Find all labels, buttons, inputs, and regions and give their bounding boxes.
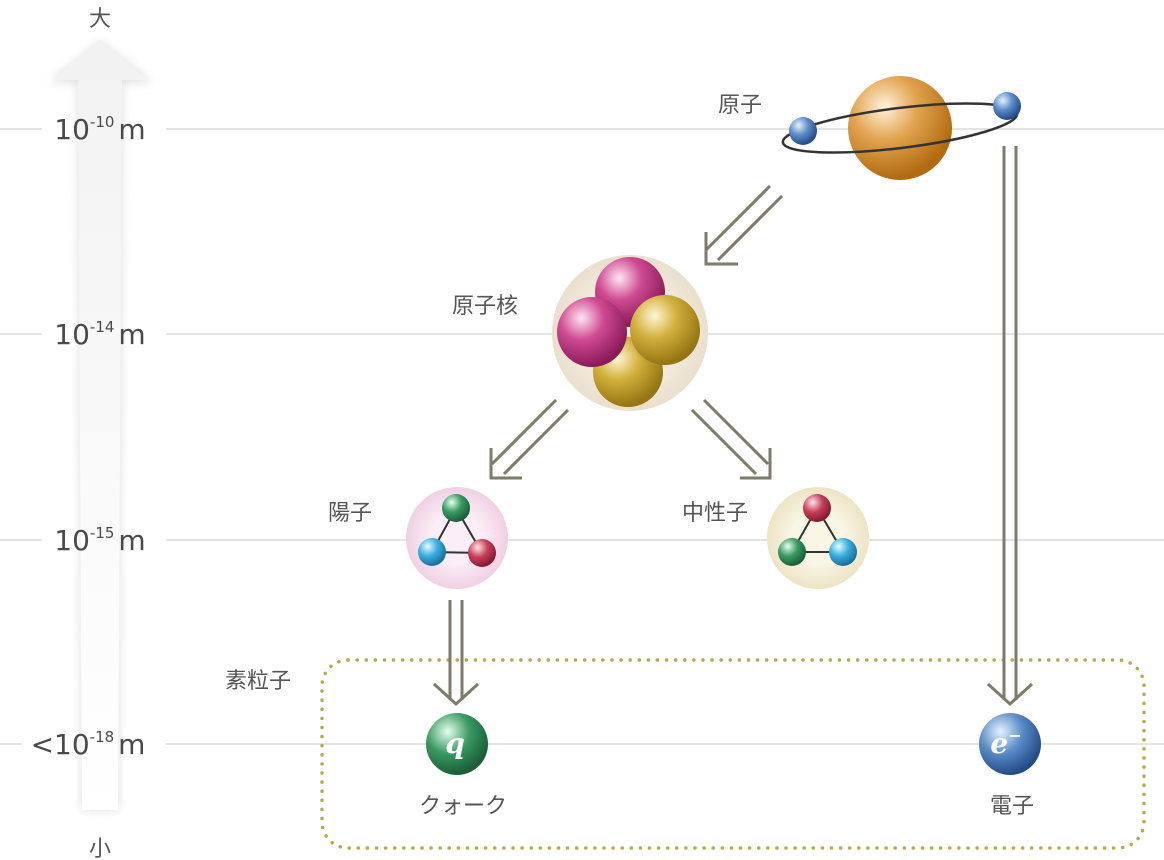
electron-symbol: e− <box>990 726 1021 760</box>
proton-illustration <box>406 487 508 589</box>
size-axis-arrow <box>50 40 152 810</box>
electron-illustration: e− <box>979 713 1041 775</box>
scale-lines <box>0 128 1164 745</box>
arrow-proton-to-quark <box>432 600 480 707</box>
arrow-atom-to-nucleus <box>704 184 784 266</box>
axis-label-large: 大 <box>89 7 111 32</box>
atom-illustration <box>781 76 1021 180</box>
axis-label-small: 小 <box>89 837 111 860</box>
label-neutron: 中性子 <box>682 501 748 526</box>
neutron-illustration <box>767 487 869 589</box>
label-nucleus: 原子核 <box>452 294 518 319</box>
arrow-atom-to-electron <box>986 146 1034 707</box>
nucleus-illustration <box>552 255 708 411</box>
label-elementary-particles: 素粒子 <box>225 669 291 694</box>
elementary-particle-group <box>320 658 1146 850</box>
label-quark: クォーク <box>419 794 507 819</box>
label-proton: 陽子 <box>328 501 372 526</box>
arrow-nucleus-to-proton <box>489 398 570 480</box>
label-atom: 原子 <box>718 93 762 118</box>
label-electron: 電子 <box>990 794 1034 819</box>
quark-symbol: q <box>445 727 465 760</box>
arrow-nucleus-to-neutron <box>690 398 772 480</box>
quark-illustration: q <box>426 713 488 775</box>
